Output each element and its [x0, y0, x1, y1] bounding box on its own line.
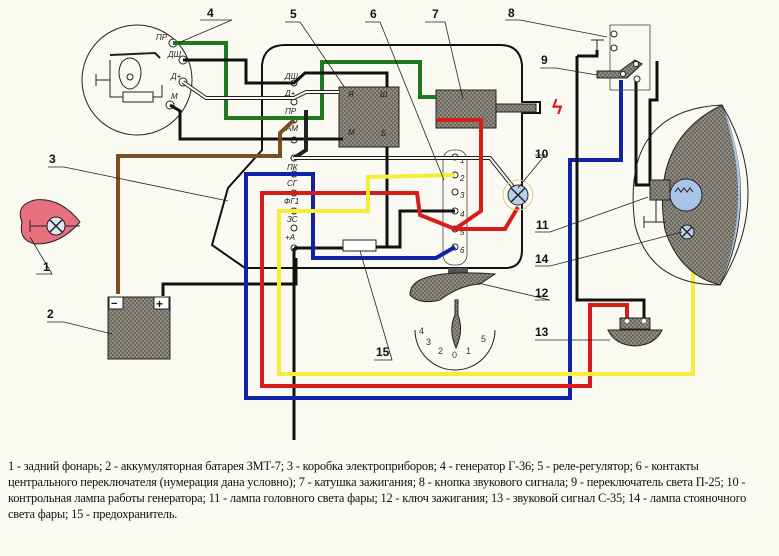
- callout-12: 12: [535, 286, 549, 300]
- svg-text:5: 5: [481, 334, 486, 344]
- legend-item-12: 12 - ключ зажигания;: [380, 491, 489, 505]
- callout-6: 6: [370, 7, 377, 21]
- callout-11: 11: [536, 218, 549, 232]
- electrical-box-outline: [210, 44, 541, 269]
- fuse: [342, 239, 377, 252]
- svg-text:СГ: СГ: [287, 179, 298, 188]
- spark-icon: ϟ: [552, 97, 563, 119]
- wire-green: [173, 41, 436, 120]
- legend-item-3: 3 - коробка электроприборов;: [286, 459, 437, 473]
- callout-5: 5: [290, 7, 297, 21]
- wire-yellow: [277, 173, 695, 376]
- gen-terminal-dplus: Д+: [170, 72, 182, 81]
- svg-text:6: 6: [460, 246, 465, 255]
- svg-text:3: 3: [426, 337, 431, 347]
- legend-item-6: 6 - контакты центрального переключателя …: [8, 459, 699, 489]
- legend-item-9: 9 - переключатель света П-25;: [571, 475, 724, 489]
- gen-terminal-dsh: ДШ: [167, 50, 182, 59]
- legend-item-2: 2 - аккумуляторная батарея ЗМТ-7;: [105, 459, 285, 473]
- legend-item-7: 7 - катушка зажигания;: [298, 475, 416, 489]
- svg-text:−: −: [111, 298, 117, 310]
- wiring-diagram: ПР ДШ Д+ М Я Ш М Б ϟ 1 2 3 4 5 6 ДШ Д+ П…: [19, 6, 749, 440]
- switch-contacts: 1 2 3 4 5 6: [451, 153, 465, 255]
- callout-14: 14: [535, 252, 549, 266]
- relay-regulator: [338, 86, 400, 148]
- wire-black-horn: [575, 50, 646, 320]
- svg-text:4: 4: [419, 326, 424, 336]
- gen-terminal-m: М: [171, 92, 178, 101]
- callout-8: 8: [508, 6, 515, 20]
- wire-red: [260, 118, 629, 388]
- reg-terminal-ya: Я: [347, 90, 354, 99]
- svg-text:2: 2: [438, 346, 443, 356]
- headlight: [632, 104, 749, 286]
- legend-item-13: 13 - звуковой сигнал С-35;: [491, 491, 626, 505]
- legend-caption: 1 - задний фонарь; 2 - аккумуляторная ба…: [8, 458, 768, 522]
- wire-black-headlight: [634, 61, 659, 187]
- reg-terminal-b: Б: [381, 129, 386, 138]
- callout-7: 7: [432, 7, 439, 21]
- control-lamp: [502, 179, 534, 211]
- legend-item-10: 10 - контрольная лампа работы генератора…: [8, 475, 746, 505]
- reg-terminal-m: М: [348, 128, 355, 137]
- tail-lamp: [19, 199, 81, 245]
- svg-text:ПР: ПР: [285, 107, 297, 116]
- ignition-key: 4 3 2 0 1 5: [409, 268, 497, 371]
- wire-black-battery: [161, 258, 298, 296]
- svg-text:4: 4: [460, 210, 465, 219]
- legend-item-1: 1 - задний фонарь;: [8, 459, 103, 473]
- svg-text:5: 5: [460, 228, 465, 237]
- svg-text:1: 1: [460, 156, 464, 165]
- svg-text:2: 2: [459, 174, 465, 183]
- wire-black-m: [169, 103, 343, 141]
- battery: − +: [107, 296, 171, 360]
- callout-15: 15: [376, 345, 390, 359]
- legend-item-11: 11 - лампа головного света фары;: [208, 491, 378, 505]
- svg-text:1: 1: [466, 346, 471, 356]
- callout-10: 10: [535, 147, 549, 161]
- wire-black-dsh: [183, 58, 389, 87]
- legend-item-4: 4 - генератор Г-36;: [439, 459, 535, 473]
- callout-4: 4: [207, 6, 214, 20]
- svg-text:+: +: [156, 297, 163, 311]
- wire-black-fuse: [292, 147, 455, 440]
- svg-text:ФГ1: ФГ1: [284, 197, 299, 206]
- wire-blue: [244, 80, 623, 400]
- callout-9: 9: [541, 53, 548, 67]
- legend-item-15: 15 - предохранитель.: [71, 507, 178, 521]
- light-switch: [596, 59, 643, 83]
- svg-text:Д+: Д+: [284, 89, 296, 98]
- svg-text:АМ: АМ: [285, 124, 298, 133]
- svg-text:ДШ: ДШ: [284, 72, 299, 81]
- svg-text:ЗС: ЗС: [287, 215, 298, 224]
- callout-13: 13: [535, 325, 549, 339]
- callout-2: 2: [47, 307, 54, 321]
- reg-terminal-sh: Ш: [380, 90, 388, 99]
- svg-text:3: 3: [460, 191, 465, 200]
- legend-item-5: 5 - реле-регулятор;: [537, 459, 633, 473]
- svg-text:ПК: ПК: [287, 163, 299, 172]
- horn: [607, 317, 663, 347]
- switch-contacts-panel: [442, 149, 468, 266]
- svg-text:0: 0: [452, 350, 457, 360]
- leader-lines: [29, 19, 683, 361]
- ignition-coil: [435, 89, 497, 129]
- horn-button: [591, 24, 651, 91]
- legend-item-14: 14 - лампа стояночного света фары;: [8, 491, 747, 521]
- svg-text:+А: +А: [285, 233, 295, 242]
- wire-brown: [116, 118, 296, 294]
- legend-item-8: 8 - кнопка звукового сигнала;: [418, 475, 569, 489]
- callout-3: 3: [49, 152, 56, 166]
- gen-terminal-pr: ПР: [156, 33, 168, 42]
- callout-1: 1: [43, 260, 50, 274]
